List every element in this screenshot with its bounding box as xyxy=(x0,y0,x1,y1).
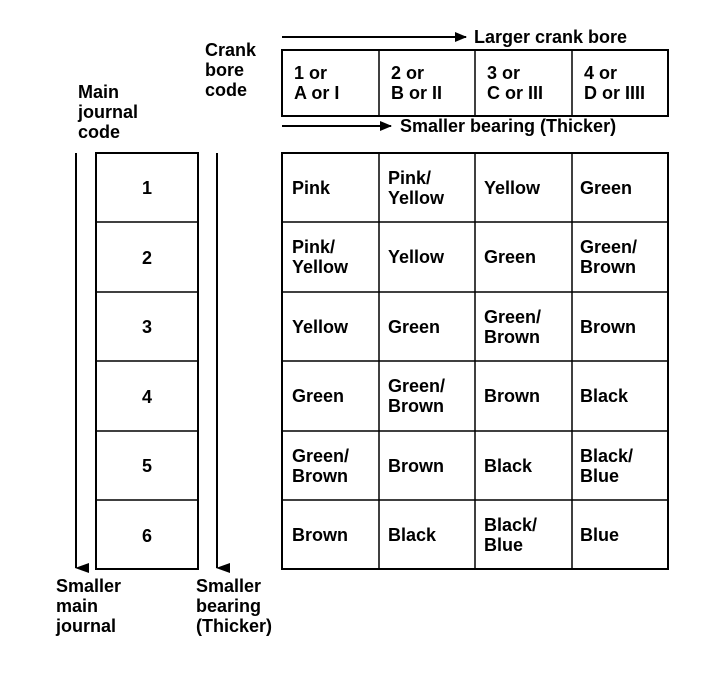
bearing-color-cell: Yellow xyxy=(484,177,541,198)
bearing-color-cell: Pink/ Yellow xyxy=(388,167,445,208)
bearing-color-cell: Black xyxy=(484,455,533,476)
bearing-color-cell: Black xyxy=(580,386,629,406)
smaller-bearing-bottom-label: Smaller bearing (Thicker) xyxy=(196,576,273,636)
journal-code-2: 2 xyxy=(141,248,152,268)
bearing-color-cell: Brown xyxy=(484,386,540,406)
journal-code-3: 3 xyxy=(141,317,152,337)
journal-code-6: 6 xyxy=(141,526,152,546)
main-journal-code-label: Main journal code xyxy=(78,82,139,142)
journal-code-4: 4 xyxy=(141,387,152,407)
journal-code-5: 5 xyxy=(141,456,152,476)
larger-crank-bore-label: Larger crank bore xyxy=(474,27,628,47)
bearing-color-cell: Yellow xyxy=(388,247,445,267)
bearing-color-cell: Green/ Brown xyxy=(388,376,446,416)
bearing-color-cell: Green xyxy=(484,247,537,267)
bearing-color-cell: Pink/ Yellow xyxy=(292,237,349,277)
bearing-color-cell: Green xyxy=(580,177,633,198)
bearing-color-cell: Black/ Blue xyxy=(484,514,538,555)
bearing-color-cell: Green/ Brown xyxy=(580,237,638,277)
smaller-bearing-top-label: Smaller bearing (Thicker) xyxy=(400,116,617,136)
bearing-color-cell: Brown xyxy=(580,316,636,337)
crank-bore-code-4: 4 or D or IIII xyxy=(584,63,646,103)
bearing-color-cell: Green xyxy=(292,386,345,406)
crank-bore-code-1: 1 or A or I xyxy=(294,63,340,103)
journal-code-1: 1 xyxy=(141,178,152,198)
bearing-color-cell: Blue xyxy=(580,524,620,545)
bearing-color-cell: Yellow xyxy=(292,316,349,337)
bearing-color-cell: Black/ Blue xyxy=(580,445,634,486)
crank-bore-code-label: Crank bore code xyxy=(205,40,257,100)
bearing-color-cell: Green/ Brown xyxy=(292,445,350,486)
bearing-color-cell: Brown xyxy=(388,455,444,476)
bearing-color-cell: Brown xyxy=(292,524,348,545)
crank-bore-code-3: 3 or C or III xyxy=(487,63,544,103)
bearing-color-cell: Black xyxy=(388,524,437,545)
crank-bore-code-2: 2 or B or II xyxy=(391,63,443,103)
smaller-main-journal-label: Smaller main journal xyxy=(56,576,122,636)
bearing-color-cell: Pink xyxy=(292,177,331,198)
bearing-color-cell: Green/ Brown xyxy=(484,306,542,347)
bearing-color-cell: Green xyxy=(388,316,441,337)
